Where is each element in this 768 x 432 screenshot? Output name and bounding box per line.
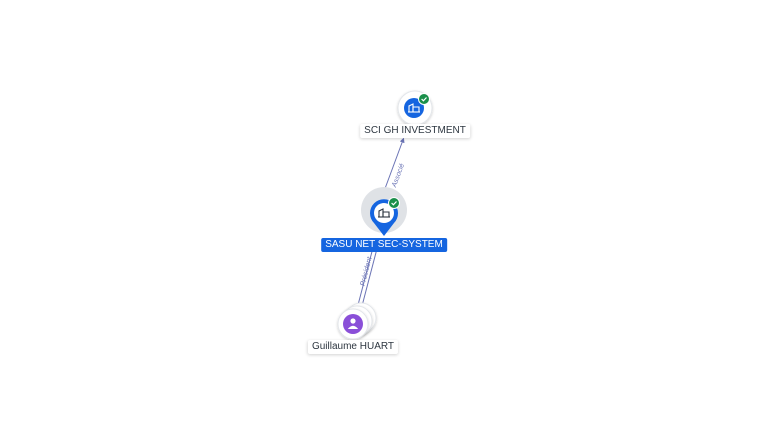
node-guillaume-huart[interactable] [337,302,377,340]
company-node-circle [404,98,424,118]
building-icon [408,103,420,113]
edge-president-label: Président [360,255,374,286]
node-label-sci-gh-investment[interactable]: SCI GH INVESTMENT [360,124,470,138]
verified-check-icon [388,197,400,209]
verified-check-icon [418,93,430,105]
person-icon [347,318,359,329]
node-sci-gh-investment[interactable] [397,90,433,126]
building-icon [378,208,390,218]
node-sasu-net-sec-system[interactable] [361,187,407,236]
person-node-circle [343,314,363,334]
node-label-guillaume-huart[interactable]: Guillaume HUART [307,340,399,354]
edge-associate[interactable]: Associé [382,137,406,195]
node-label-sasu-net-sec-system[interactable]: SASU NET SEC-SYSTEM [321,238,447,252]
